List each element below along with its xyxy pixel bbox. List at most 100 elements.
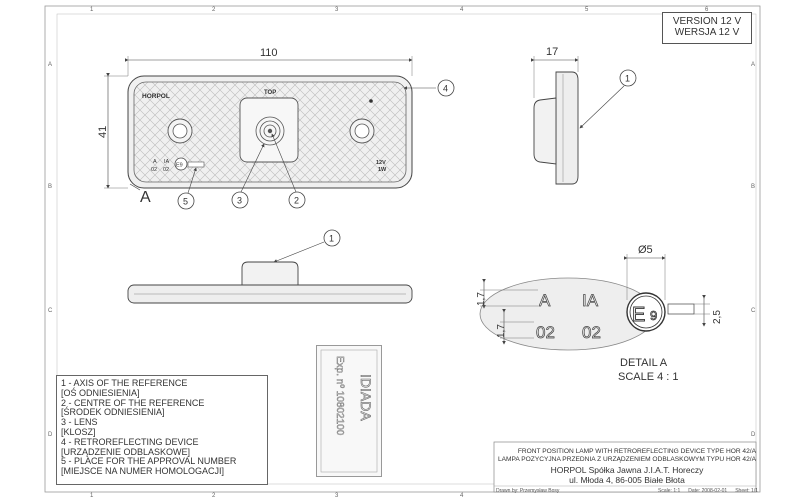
stamp-number: Exp. nº 10802100 xyxy=(334,356,345,436)
callout-2: 2 xyxy=(294,196,299,206)
detail-02a: 02 xyxy=(536,323,555,342)
grid-row-left: A xyxy=(48,62,52,68)
inner-border xyxy=(56,13,757,485)
legend-item: 1 - AXIS OF THE REFERENCE xyxy=(61,378,188,388)
grid-row-left: D xyxy=(48,432,53,438)
lens-center xyxy=(267,128,273,134)
legend-item: 2 - CENTRE OF THE REFERENCE xyxy=(61,397,205,408)
grid-col-bottom: 3 xyxy=(335,493,339,499)
sheet-border xyxy=(44,5,761,493)
dim-41: 41 xyxy=(97,126,109,138)
detail-e-circle-inner xyxy=(629,295,663,329)
leader-1-side xyxy=(579,85,625,129)
legend-box: 1 - AXIS OF THE REFERENCE [OŚ ODNIESIENI… xyxy=(56,375,268,485)
detail-e-letter: E xyxy=(632,304,645,326)
detail-e-circle xyxy=(626,292,666,332)
power-label: 1W xyxy=(378,167,387,173)
scale-field: Scale: 1:1 xyxy=(658,488,681,494)
legend-item: [ŚRODEK ODNIESIENIA] xyxy=(61,407,165,418)
grid-row-left: C xyxy=(48,308,53,314)
version-box: VERSION 12 V WERSJA 12 V xyxy=(662,12,752,44)
leader-3 xyxy=(240,143,265,193)
callout-4: 4 xyxy=(443,84,448,94)
lens-ring-inner xyxy=(263,124,277,138)
callout-circle-5 xyxy=(177,192,195,210)
legend-item: [OŚ ODNIESIENIA] xyxy=(61,387,140,398)
company-name: HORPOL Spółka Jawna J.I.A.T. Horeczy xyxy=(550,465,704,475)
version-line-en: VERSION 12 V xyxy=(672,16,742,27)
legend-item: 3 - LENS xyxy=(61,417,98,428)
detail-02b: 02 xyxy=(582,323,601,342)
callouts-front: 4 3 2 5 xyxy=(177,79,455,210)
leader-1-bottom xyxy=(273,241,325,263)
side-view-lens xyxy=(533,97,557,165)
grid-row-right: C xyxy=(751,308,756,314)
grid-col-bottom: 1 xyxy=(90,493,94,499)
grid-row-right: D xyxy=(751,432,756,438)
lens-ring-outer xyxy=(255,116,285,146)
mark-IA: IA xyxy=(164,159,170,165)
title-english: FRONT POSITION LAMP WITH RETROREFLECTING… xyxy=(517,448,756,455)
dim-110: 110 xyxy=(260,47,278,59)
detail-IA: IA xyxy=(582,291,599,310)
stamp-title: IDIADA xyxy=(358,374,374,421)
scale-caption: SCALE 4 : 1 xyxy=(618,371,679,383)
lens-ring xyxy=(259,120,281,142)
approval-stamp: IDIADA Exp. nº 10802100 xyxy=(316,345,382,477)
callout-1-side: 1 xyxy=(625,74,630,84)
front-view: HORPOL TOP A IA 02 02 E9 12V 1W 110 41 A xyxy=(97,47,413,206)
brand-label: HORPOL xyxy=(142,93,170,100)
mounting-hole-right-inner xyxy=(354,123,370,139)
title-polish: LAMPA POZYCYJNA PRZEDNIA Z URZĄDZENIEM O… xyxy=(497,455,756,463)
detail-a: A IA 02 02 E 9 Ø5 1,7 1,7 2,5 DETAIL A S… xyxy=(476,244,723,383)
approval-number-slot xyxy=(187,161,205,168)
grid-col-bottom: 4 xyxy=(460,493,464,499)
legend-item: [KLOSZ] xyxy=(61,426,96,437)
leader-5 xyxy=(187,167,197,194)
bottom-view: 1 xyxy=(127,229,413,304)
grid-row-left: B xyxy=(48,184,52,190)
callout-circle-4 xyxy=(437,79,455,97)
grid-column-labels: 1 2 3 4 5 6 1 2 3 4 xyxy=(90,7,709,499)
title-block-frame xyxy=(493,441,757,493)
legend-item: [URZĄDZENIE ODBLASKOWE] xyxy=(61,446,191,457)
voltage-label: 12V xyxy=(376,160,386,166)
dim-17a: 1,7 xyxy=(476,292,487,306)
reflector-dot xyxy=(369,99,373,103)
detail-approval-slot xyxy=(667,303,695,315)
side-view: 17 1 xyxy=(531,46,637,185)
detail-caption: DETAIL A xyxy=(620,357,668,369)
grid-row-labels: A B C D A B C D xyxy=(48,62,756,438)
grid-col-top: 2 xyxy=(212,7,216,13)
grid-col-top: 1 xyxy=(90,7,94,13)
callout-circle-1-side xyxy=(619,69,637,87)
grid-col-top: 5 xyxy=(585,7,589,13)
grid-col-top: 4 xyxy=(460,7,464,13)
callout-3: 3 xyxy=(237,196,242,206)
dim-25: 2,5 xyxy=(712,310,723,324)
legend-item: 5 - PLACE FOR THE APPROVAL NUMBER xyxy=(61,456,237,467)
side-view-outline xyxy=(555,71,579,185)
grid-row-right: A xyxy=(751,62,755,68)
detail-A: A xyxy=(539,291,551,310)
callout-1-bottom: 1 xyxy=(329,234,334,244)
callout-circle-3 xyxy=(231,191,249,209)
leader-2 xyxy=(271,133,297,193)
drawn-by: Drawn by: Przemysław Bosy xyxy=(496,488,560,494)
top-label: TOP xyxy=(264,90,276,96)
detail-e-number: 9 xyxy=(650,308,657,323)
company-address: ul. Młoda 4, 86-005 Białe Błota xyxy=(569,475,685,485)
legend-item: [MIEJSCE NA NUMER HOMOLOGACJI] xyxy=(61,466,225,477)
stamp-graphic: IDIADA Exp. nº 10802100 xyxy=(320,349,378,473)
bottom-view-lens xyxy=(241,261,299,286)
legend-item: 4 - RETROREFLECTING DEVICE xyxy=(61,436,199,447)
view-letter-a: A xyxy=(140,189,151,206)
grid-col-top: 3 xyxy=(335,7,339,13)
callout-5: 5 xyxy=(183,197,188,207)
callout-circle-2 xyxy=(288,191,306,209)
date-field: Date: 2008-02-01 xyxy=(688,488,728,494)
mark-02a: 02 xyxy=(151,167,157,173)
mark-02b: 02 xyxy=(163,167,169,173)
grid-col-top: 6 xyxy=(705,7,709,13)
title-block-footer: Drawn by: Przemysław Bosy Scale: 1:1 Dat… xyxy=(496,488,758,496)
